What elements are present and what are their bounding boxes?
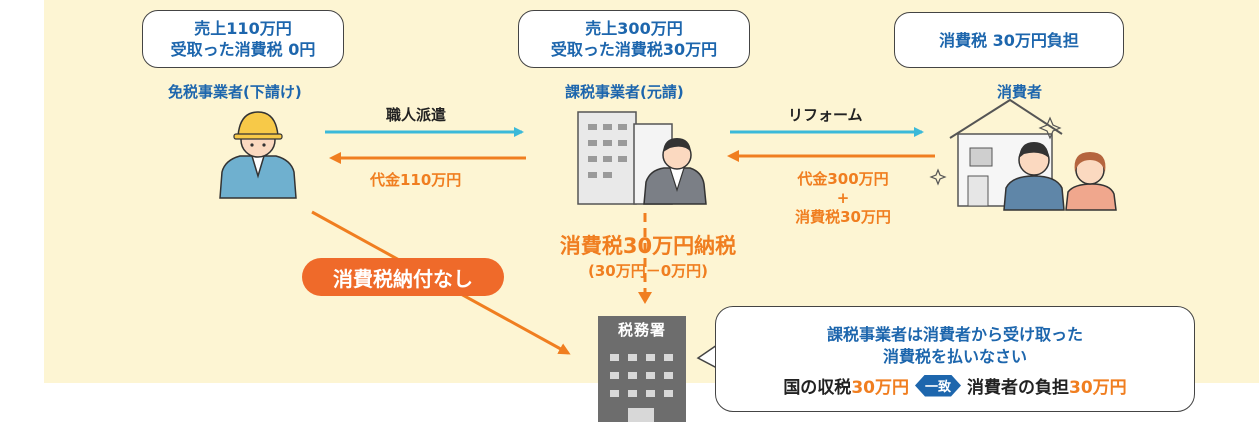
no-tax-pill: 消費税納付なし <box>302 258 504 296</box>
dispatch-label: 職人派遣 <box>386 106 447 124</box>
tax-payment-line1: 消費税30万円納税 <box>559 234 737 258</box>
match-tag: 一致 <box>915 375 961 397</box>
building-illustration <box>577 111 707 205</box>
tax-arrow-head <box>638 292 652 304</box>
reform-label: リフォーム <box>788 106 863 124</box>
payment-left-label: 代金110万円 <box>370 171 462 189</box>
national-tax-amount: 30万円 <box>851 378 909 398</box>
payment-right-line1: 代金300万円 <box>797 170 889 188</box>
subcontractor-sales-line1: 売上110万円 <box>194 19 292 38</box>
subcontractor-sales-box: 売上110万円 受取った消費税 0円 <box>142 10 344 68</box>
subcontractor-sales-line2: 受取った消費税 0円 <box>170 40 316 59</box>
contractor-sales-box: 売上300万円 受取った消費税30万円 <box>518 10 750 68</box>
callout-box: 課税事業者は消費者から受け取った 消費税を払いなさい 国の収税 30万円 一致 … <box>715 306 1195 412</box>
tax-office-building: 税務署 <box>598 316 686 422</box>
house-illustration <box>929 98 1117 211</box>
tax-payment-line2: (30万円－0万円) <box>587 262 709 280</box>
payment-right-line3: 消費税30万円 <box>795 208 891 226</box>
payment-right-line2: + <box>836 189 850 207</box>
national-tax-prefix: 国の収税 <box>783 378 852 398</box>
callout-comparison: 国の収税 30万円 一致 消費者の負担 30万円 <box>716 373 1194 398</box>
contractor-label: 課税事業者(元請) <box>565 83 684 101</box>
consumer-burden-prefix: 消費者の負担 <box>967 378 1069 398</box>
tax-office-door <box>628 408 654 422</box>
consumer-burden-line1: 消費税 30万円負担 <box>939 30 1079 50</box>
contractor-sales-line2: 受取った消費税30万円 <box>550 40 718 59</box>
callout-line1: 課税事業者は消費者から受け取った <box>826 325 1083 344</box>
consumer-burden-amount: 30万円 <box>1069 378 1127 398</box>
worker-illustration <box>219 111 297 199</box>
subcontractor-label: 免税事業者(下請け) <box>168 83 302 101</box>
tax-office-label: 税務署 <box>617 320 666 339</box>
consumer-label: 消費者 <box>997 83 1043 101</box>
payment-right-label: 代金300万円 + 消費税30万円 <box>778 170 908 227</box>
contractor-sales-line1: 売上300万円 <box>585 19 683 38</box>
callout-line2: 消費税を払いなさい <box>882 347 1027 366</box>
consumer-burden-box: 消費税 30万円負担 <box>894 12 1124 68</box>
